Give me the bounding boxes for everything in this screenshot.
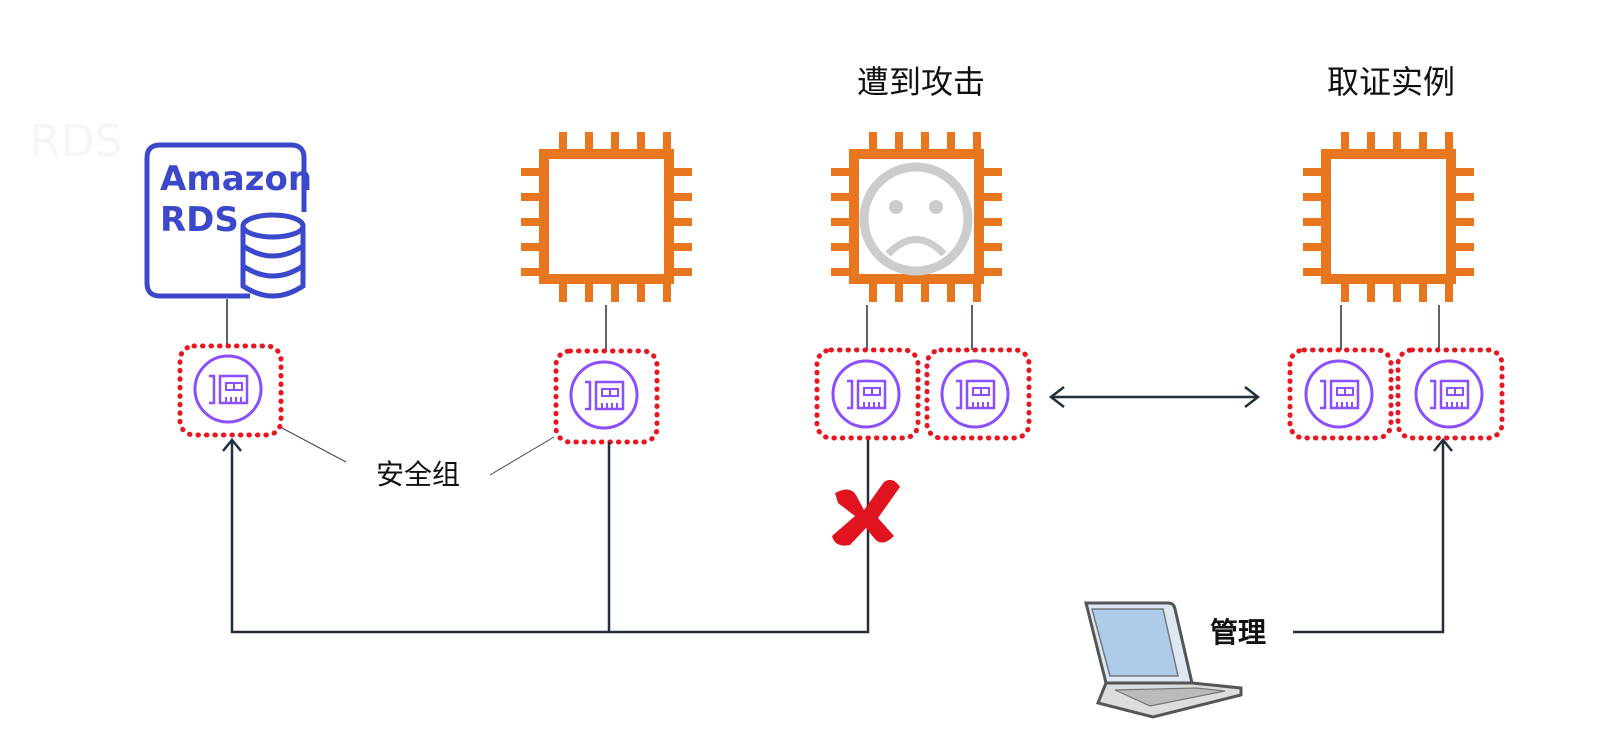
elastic-network-interface-icon	[569, 360, 639, 430]
management-label: 管理	[1210, 616, 1266, 649]
forensic-instance-title: 取证实例	[1327, 63, 1455, 101]
security-group-ec2	[553, 348, 660, 445]
security-group-attacked-1	[814, 347, 921, 441]
rds-logo-line2: RDS	[160, 200, 239, 240]
laptop-icon	[1084, 601, 1243, 719]
attacked-instance-title: 遭到攻击	[857, 63, 985, 101]
elastic-network-interface-icon	[940, 359, 1010, 429]
attachment-lines	[226, 299, 1440, 351]
security-group-attacked-2	[924, 347, 1032, 441]
label-leader-lines	[281, 427, 555, 476]
rds-ghost-label: RDS	[30, 116, 122, 167]
rds-logo-line1: Amazon	[160, 159, 312, 199]
ec2-instance-icon	[521, 132, 692, 302]
sad-face-icon	[859, 162, 973, 276]
security-group-rds	[177, 343, 284, 438]
security-group-label: 安全组	[376, 458, 460, 491]
network-paths	[222, 438, 1453, 634]
security-group-forensic-1	[1287, 347, 1394, 441]
ec2-forensic-instance-icon	[1303, 132, 1474, 302]
elastic-network-interface-icon	[1414, 359, 1484, 429]
ec2-attacked-instance-icon	[831, 132, 1002, 302]
elastic-network-interface-icon	[1304, 359, 1374, 429]
x-mark-icon	[832, 479, 900, 546]
database-cylinder-icon	[240, 212, 306, 299]
elastic-network-interface-icon	[831, 359, 901, 429]
security-group-forensic-2	[1395, 347, 1505, 441]
amazon-rds-icon: Amazon RDS	[144, 142, 312, 299]
elastic-network-interface-icon	[193, 354, 263, 424]
bidirectional-arrow-icon	[1048, 386, 1261, 408]
